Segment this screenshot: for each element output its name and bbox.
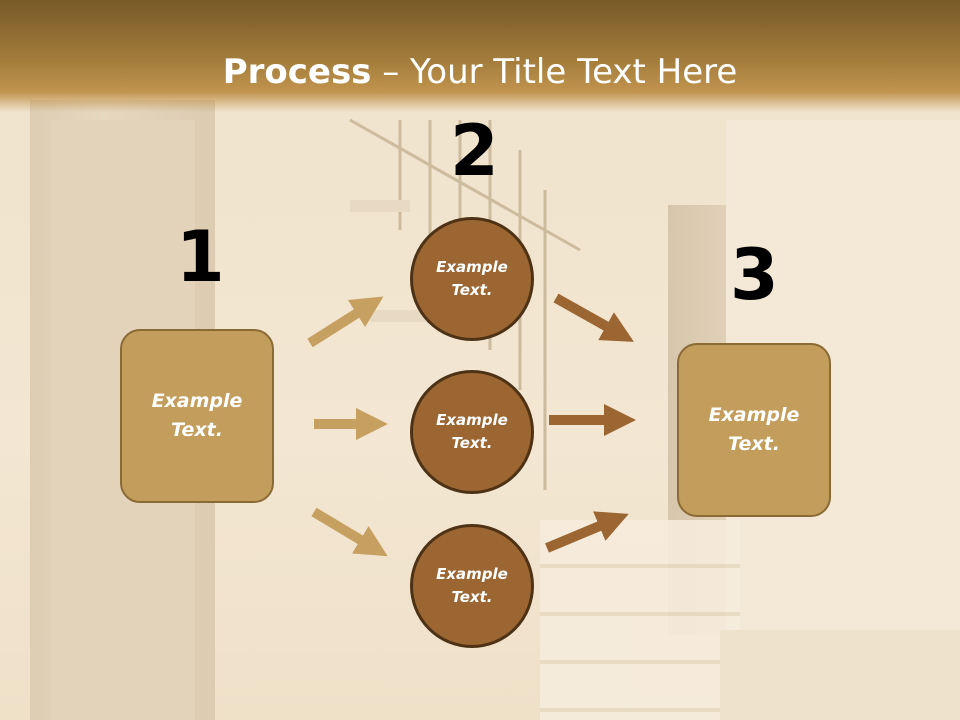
circle-bottom-text: Example Text.: [436, 565, 508, 606]
slide-title[interactable]: Process – Your Title Text Here: [0, 52, 960, 92]
circle-middle-text: Example Text.: [436, 411, 508, 452]
title-band: [0, 0, 960, 112]
step-1-text: Example Text.: [151, 390, 243, 441]
title-rest-part: – Your Title Text Here: [371, 52, 738, 92]
step-3-box[interactable]: Example Text.: [677, 343, 831, 517]
step-2-circle-middle[interactable]: Example Text.: [410, 370, 534, 494]
title-bold-part: Process: [222, 52, 372, 92]
step-2-circle-top[interactable]: Example Text.: [410, 217, 534, 341]
step-3-text: Example Text.: [708, 404, 800, 455]
arrow-bottom-to-3: [545, 511, 629, 553]
arrow-1-to-top: [307, 296, 384, 348]
step-number-1: 1: [176, 216, 225, 298]
arrow-top-to-3: [553, 293, 634, 342]
arrow-1-to-bottom: [311, 507, 388, 557]
background-stairs: [540, 520, 740, 720]
step-1-box[interactable]: Example Text.: [120, 329, 274, 503]
circle-top-text: Example Text.: [436, 258, 508, 299]
step-number-3: 3: [730, 234, 779, 316]
step-number-2: 2: [450, 110, 499, 192]
step-2-circle-bottom[interactable]: Example Text.: [410, 524, 534, 648]
background-floor: [720, 630, 960, 720]
